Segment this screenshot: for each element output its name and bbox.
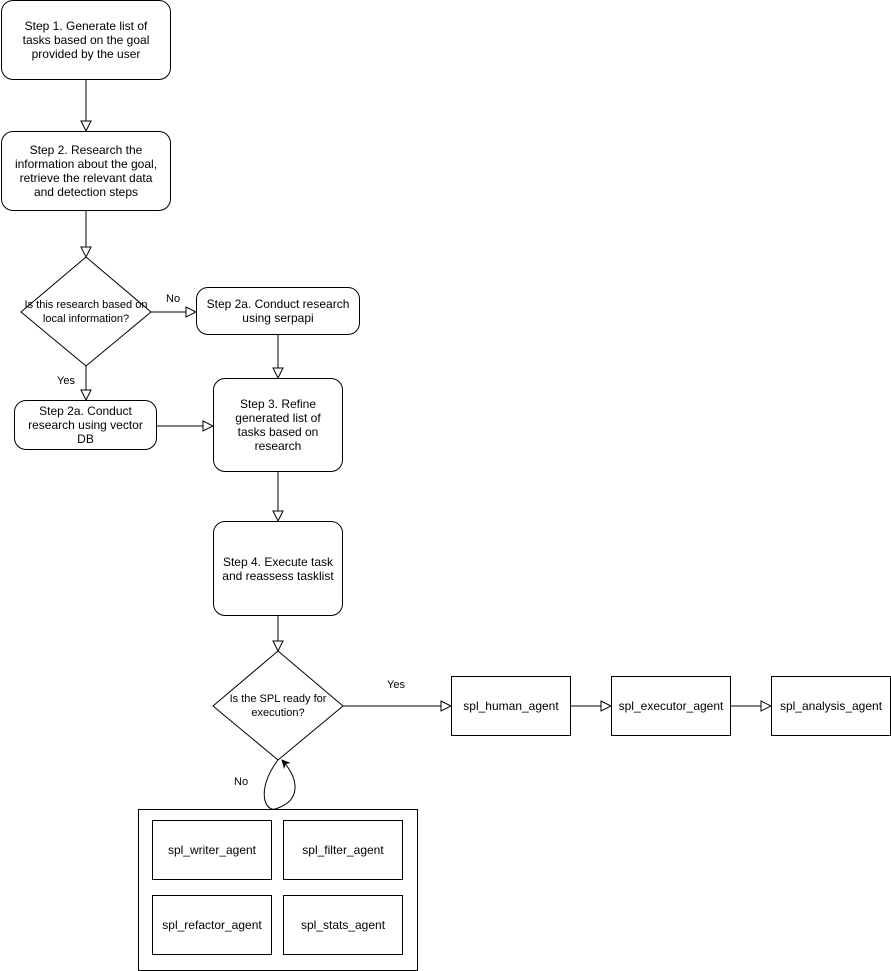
spl-stats-agent-text: spl_stats_agent — [300, 918, 386, 932]
spl-filter-agent-text: spl_filter_agent — [302, 843, 384, 857]
step1-node: Step 1. Generate list of tasks based on … — [1, 0, 171, 80]
spl-analysis-agent-node: spl_analysis_agent — [771, 676, 891, 736]
spl-human-agent-text: spl_human_agent — [463, 699, 559, 713]
step4-text: Step 4. Execute task and reassess taskli… — [222, 554, 334, 583]
spl-refactor-agent-text: spl_refactor_agent — [162, 918, 262, 932]
spl-writer-agent-node: spl_writer_agent — [152, 820, 272, 880]
spl-executor-agent-node: spl_executor_agent — [611, 676, 731, 736]
edge-label-spl-no: No — [234, 776, 249, 788]
decision-local-diamond — [20, 256, 152, 367]
step2-node: Step 2. Research the information about t… — [1, 131, 171, 211]
spl-writer-agent-text: spl_writer_agent — [167, 843, 257, 857]
spl-filter-agent-node: spl_filter_agent — [283, 820, 403, 880]
decision-spl-diamond — [212, 650, 344, 761]
decision-spl-text: Is the SPL ready for execution? — [229, 693, 327, 719]
step1-text: Step 1. Generate list of tasks based on … — [22, 19, 150, 61]
edge-label-local-no: No — [166, 293, 181, 305]
step3-text: Step 3. Refine generated list of tasks b… — [235, 397, 321, 453]
step3-node: Step 3. Refine generated list of tasks b… — [213, 378, 343, 472]
spl-refactor-agent-node: spl_refactor_agent — [152, 895, 272, 955]
spl-analysis-agent-text: spl_analysis_agent — [779, 699, 883, 713]
edge-decision-spl-loop — [263, 759, 296, 810]
step2a-vector-text: Step 2a. Conduct research using vector D… — [28, 404, 143, 446]
edge-label-local-yes: Yes — [57, 375, 75, 387]
step2-text: Step 2. Research the information about t… — [14, 143, 158, 199]
step2a-serpapi-node: Step 2a. Conduct research using serpapi — [196, 287, 360, 335]
edge-label-spl-yes: Yes — [387, 679, 405, 691]
spl-executor-agent-text: spl_executor_agent — [618, 699, 724, 713]
step2a-serpapi-text: Step 2a. Conduct research using serpapi — [206, 297, 350, 325]
step2a-vector-node: Step 2a. Conduct research using vector D… — [14, 400, 157, 450]
spl-human-agent-node: spl_human_agent — [451, 676, 571, 736]
step4-node: Step 4. Execute task and reassess taskli… — [213, 521, 343, 616]
spl-stats-agent-node: spl_stats_agent — [283, 895, 403, 955]
decision-local-text: Is this research based on local informat… — [24, 299, 148, 325]
